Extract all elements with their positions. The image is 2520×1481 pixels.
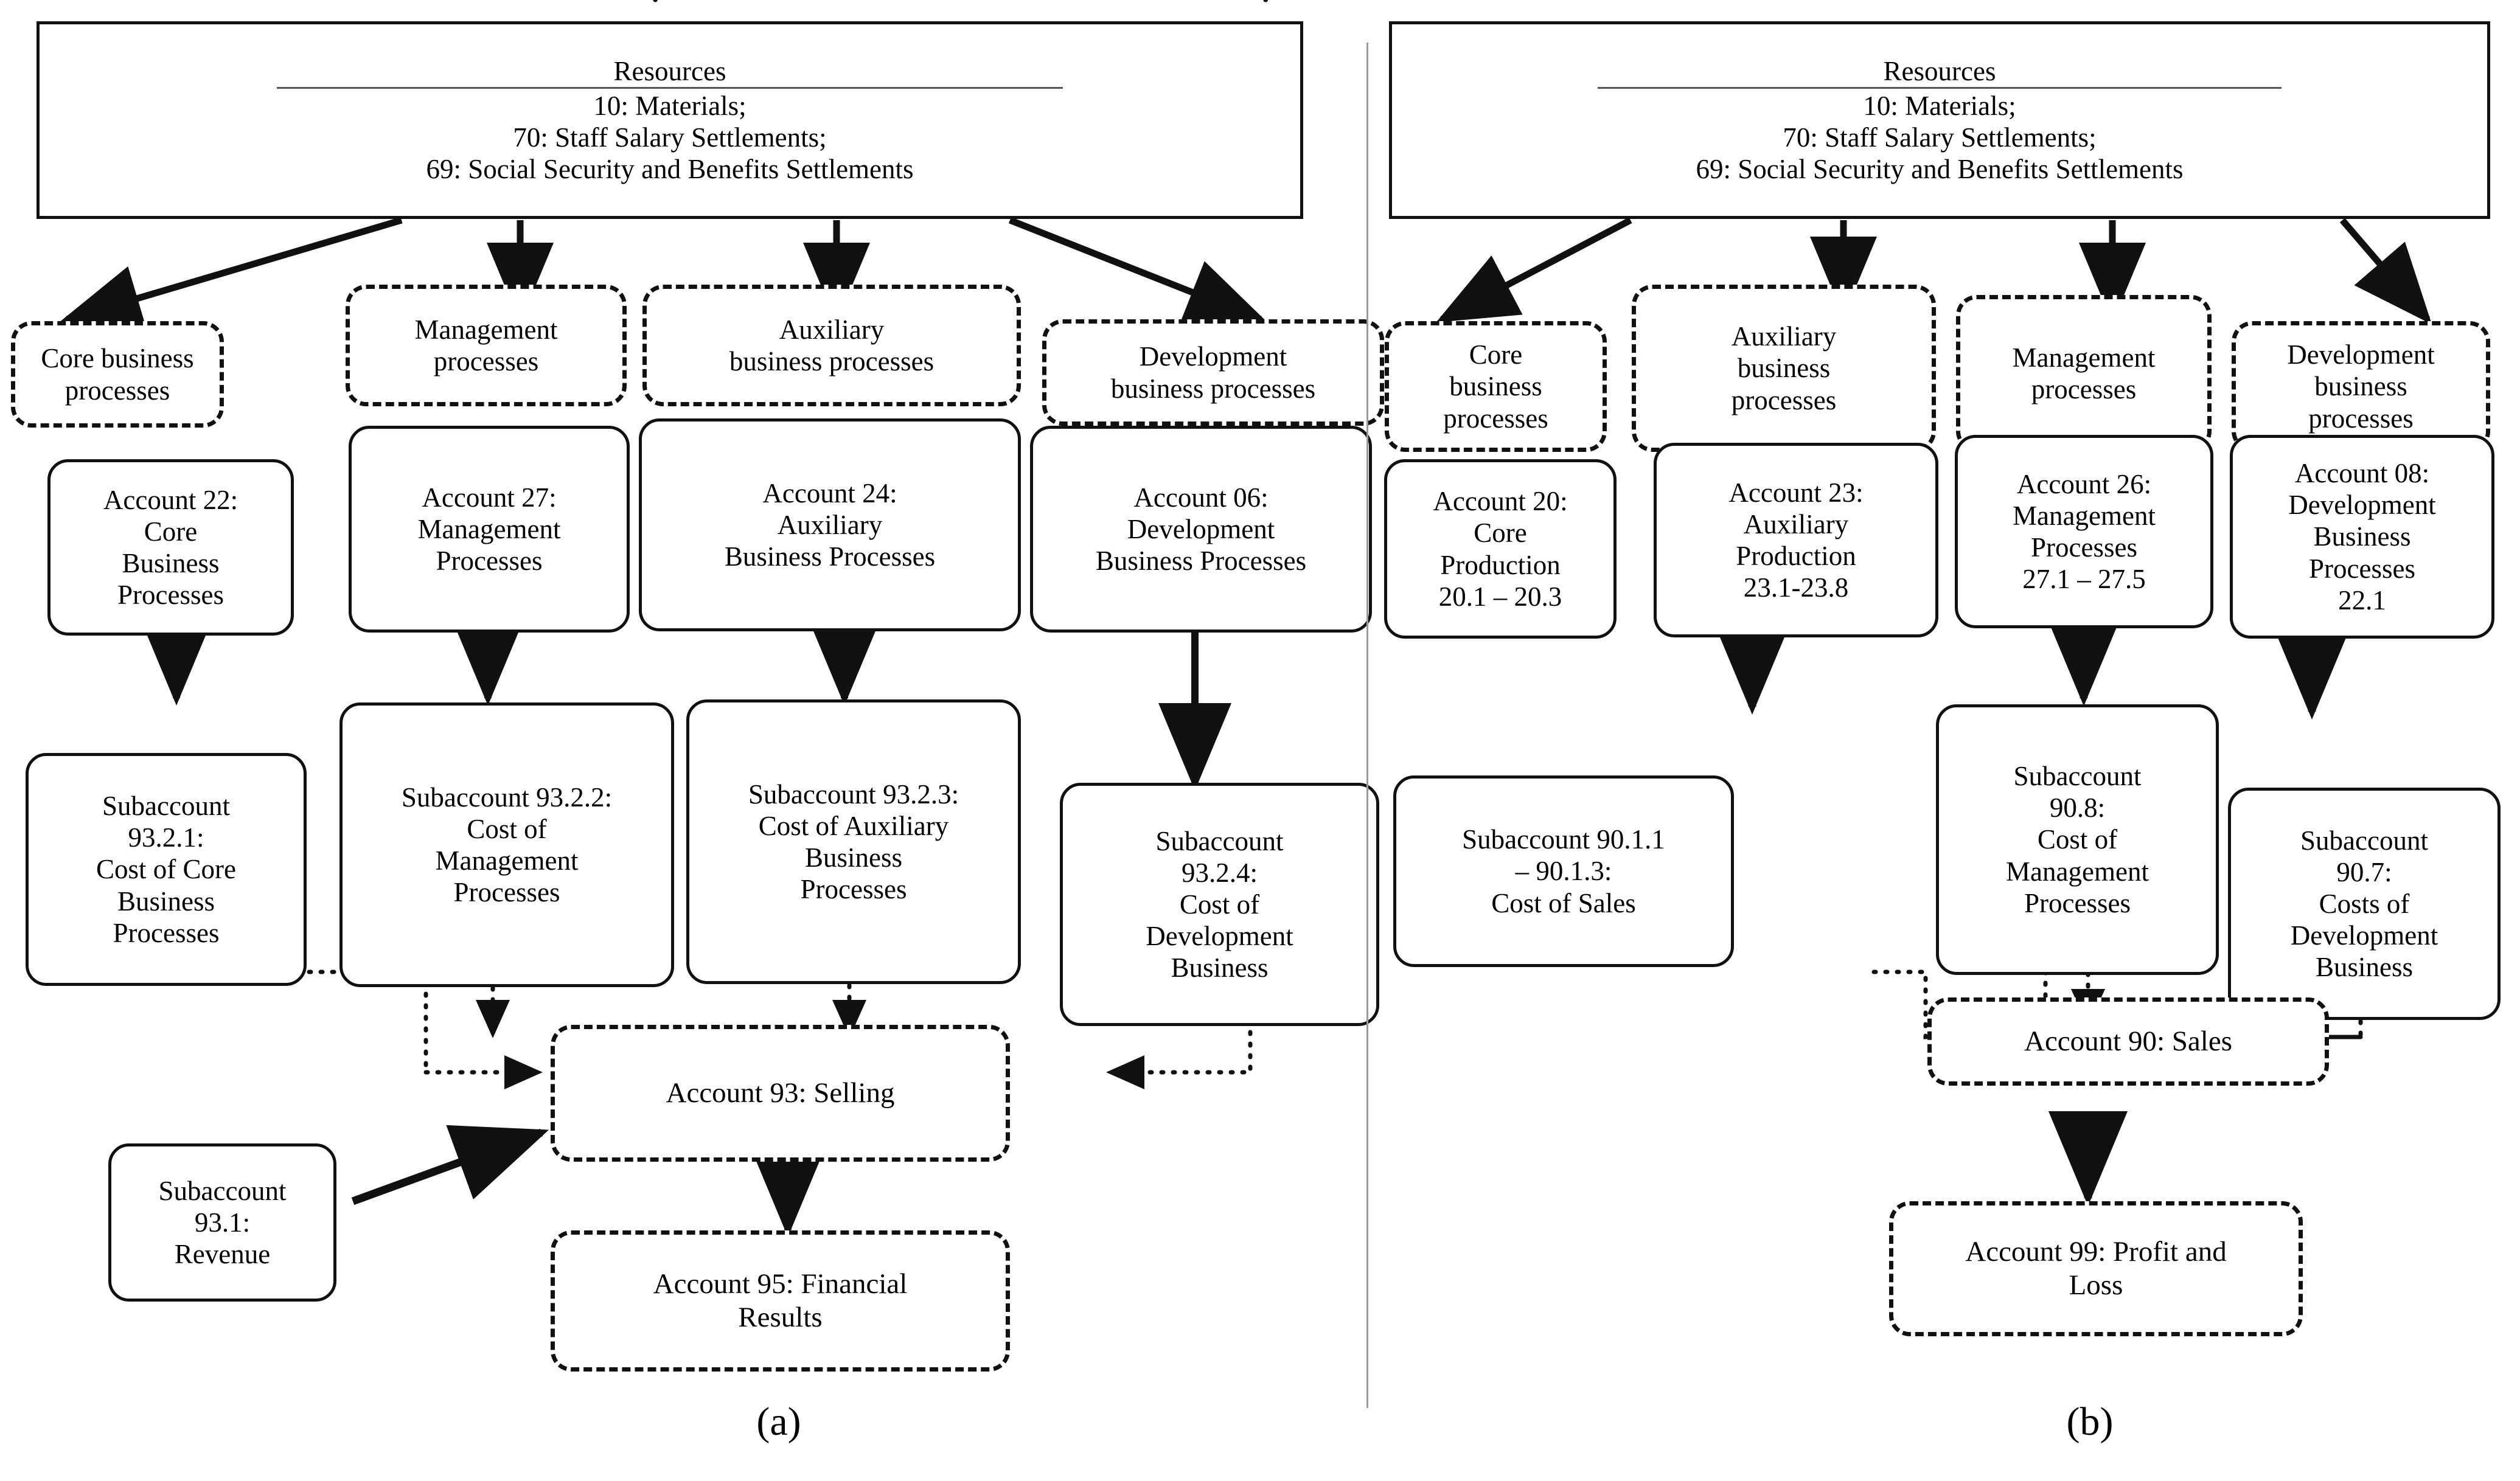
panel-a-account-27[interactable]: Account 27: Management Processes <box>349 426 630 633</box>
panel-a-category-core[interactable]: Core business processes <box>11 321 224 428</box>
panel-b-subaccount-90-7-label: Subaccount 90.7: Costs of Development Bu… <box>2290 825 2438 983</box>
panel-a-account-22-label: Account 22: Core Business Processes <box>103 484 238 611</box>
panel-b-category-development[interactable]: Development business processes <box>2232 321 2490 452</box>
panel-a-account-06-label: Account 06: Development Business Process… <box>1095 482 1307 577</box>
panel-b-account-99-result-label: Account 99: Profit and Loss <box>1965 1236 2227 1301</box>
panel-a-caption: (a) <box>756 1399 801 1444</box>
panel-a-subaccount-93-2-2[interactable]: Subaccount 93.2.2: Cost of Management Pr… <box>339 702 674 987</box>
panel-a-resources-line3: 69: Social Security and Benefits Settlem… <box>426 154 914 185</box>
panel-b-account-26[interactable]: Account 26: Management Processes 27.1 – … <box>1955 435 2213 628</box>
panel-b-account-08[interactable]: Account 08: Development Business Process… <box>2230 435 2494 639</box>
panel-b-account-99-result[interactable]: Account 99: Profit and Loss <box>1889 1201 2303 1336</box>
panel-b-subaccount-90-8[interactable]: Subaccount 90.8: Cost of Management Proc… <box>1936 704 2219 975</box>
panel-a-account-24-label: Account 24: Auxiliary Business Processes <box>724 477 936 572</box>
panel-b-category-auxiliary-label: Auxiliary business processes <box>1731 321 1837 415</box>
panel-a-category-auxiliary-label: Auxiliary business processes <box>729 314 935 376</box>
panel-a-resources-line2: 70: Staff Salary Settlements; <box>513 122 827 153</box>
panel-a-account-22[interactable]: Account 22: Core Business Processes <box>47 459 294 636</box>
panel-a-revenue-arrow <box>351 1125 549 1205</box>
panel-a-resources-box: Resources 10: Materials; 70: Staff Salar… <box>37 21 1303 219</box>
panel-a-subaccount-93-1-revenue-label: Subaccount 93.1: Revenue <box>158 1175 287 1270</box>
panel-a-resources-title: Resources <box>276 55 1063 89</box>
panel-b-account-20[interactable]: Account 20: Core Production 20.1 – 20.3 <box>1384 459 1617 639</box>
panel-a-subaccount-93-2-4-label: Subaccount 93.2.4: Cost of Development B… <box>1146 825 1293 983</box>
panel-b-category-core-label: Core business processes <box>1443 339 1548 434</box>
panel-b-account-90-sales-label: Account 90: Sales <box>2024 1025 2232 1058</box>
panel-a-subaccount-93-2-1[interactable]: Subaccount 93.2.1: Cost of Core Business… <box>26 753 307 986</box>
panel-b-resources-line1: 10: Materials; <box>1863 90 2016 121</box>
panel-a-account-arrows <box>140 618 1231 791</box>
panel-b-resources-title: Resources <box>1598 55 2282 89</box>
panel-b-subaccount-90-7[interactable]: Subaccount 90.7: Costs of Development Bu… <box>2228 788 2501 1020</box>
panel-a-account-24[interactable]: Account 24: Auxiliary Business Processes <box>639 418 1021 631</box>
panel-b-category-management[interactable]: Management processes <box>1956 295 2212 452</box>
panel-a-category-management[interactable]: Management processes <box>346 285 627 406</box>
panel-divider <box>1366 43 1368 1408</box>
panel-a-subaccount-93-2-3[interactable]: Subaccount 93.2.3: Cost of Auxiliary Bus… <box>686 699 1021 984</box>
panel-b-resources-line3: 69: Social Security and Benefits Settlem… <box>1696 154 2184 185</box>
panel-a-category-development-label: Development business processes <box>1110 341 1316 404</box>
panel-a-account-27-label: Account 27: Management Processes <box>417 482 561 577</box>
panel-a-subaccount-93-1-revenue[interactable]: Subaccount 93.1: Revenue <box>108 1143 336 1302</box>
panel-b-subaccount-90-8-label: Subaccount 90.8: Cost of Management Proc… <box>2006 761 2149 918</box>
panel-a-category-auxiliary[interactable]: Auxiliary business processes <box>642 285 1021 406</box>
panel-b-account-23[interactable]: Account 23: Auxiliary Production 23.1-23… <box>1654 443 1938 637</box>
panel-b-caption: (b) <box>2066 1399 2114 1444</box>
panel-b-account-23-label: Account 23: Auxiliary Production 23.1-23… <box>1728 477 1864 603</box>
panel-a-subaccount-93-2-4[interactable]: Subaccount 93.2.4: Cost of Development B… <box>1060 783 1379 1026</box>
panel-b-subaccount-90-1[interactable]: Subaccount 90.1.1 – 90.1.3: Cost of Sale… <box>1393 775 1734 967</box>
panel-a-account-06[interactable]: Account 06: Development Business Process… <box>1030 426 1372 633</box>
panel-a-subaccount-93-2-1-label: Subaccount 93.2.1: Cost of Core Business… <box>96 791 236 948</box>
panel-a-category-core-label: Core business processes <box>41 343 194 406</box>
panel-a-category-management-label: Management processes <box>414 314 558 376</box>
panel-b-category-development-label: Development business processes <box>2287 339 2435 434</box>
panel-b-category-core[interactable]: Core business processes <box>1385 321 1607 452</box>
panel-b-account-90-sales[interactable]: Account 90: Sales <box>1927 997 2329 1086</box>
panel-a-account-95-results[interactable]: Account 95: Financial Results <box>551 1230 1010 1372</box>
panel-b-account-08-label: Account 08: Development Business Process… <box>2288 458 2436 616</box>
panel-a-account-93-selling[interactable]: Account 93: Selling <box>551 1025 1010 1162</box>
panel-b-subaccount-90-1-label: Subaccount 90.1.1 – 90.1.3: Cost of Sale… <box>1462 824 1665 918</box>
panel-a-account-95-results-label: Account 95: Financial Results <box>653 1268 908 1333</box>
panel-b-resources-box: Resources 10: Materials; 70: Staff Salar… <box>1389 21 2490 219</box>
panel-b-resources-line2: 70: Staff Salary Settlements; <box>1783 122 2097 153</box>
panel-a-category-development[interactable]: Development business processes <box>1042 319 1384 426</box>
panel-a-subaccount-93-2-2-label: Subaccount 93.2.2: Cost of Management Pr… <box>401 782 613 908</box>
panel-b-category-auxiliary[interactable]: Auxiliary business processes <box>1632 285 1936 452</box>
panel-a-resources-line1: 10: Materials; <box>593 90 747 121</box>
panel-b-account-26-label: Account 26: Management Processes 27.1 – … <box>2013 468 2156 595</box>
panel-b-account-20-label: Account 20: Core Production 20.1 – 20.3 <box>1433 486 1568 612</box>
panel-a-account-93-selling-label: Account 93: Selling <box>666 1077 895 1109</box>
panel-a-subaccount-93-2-3-label: Subaccount 93.2.3: Cost of Auxiliary Bus… <box>748 779 959 905</box>
panel-b-account-arrows <box>1713 611 2351 720</box>
panel-b-category-management-label: Management processes <box>2012 342 2156 404</box>
